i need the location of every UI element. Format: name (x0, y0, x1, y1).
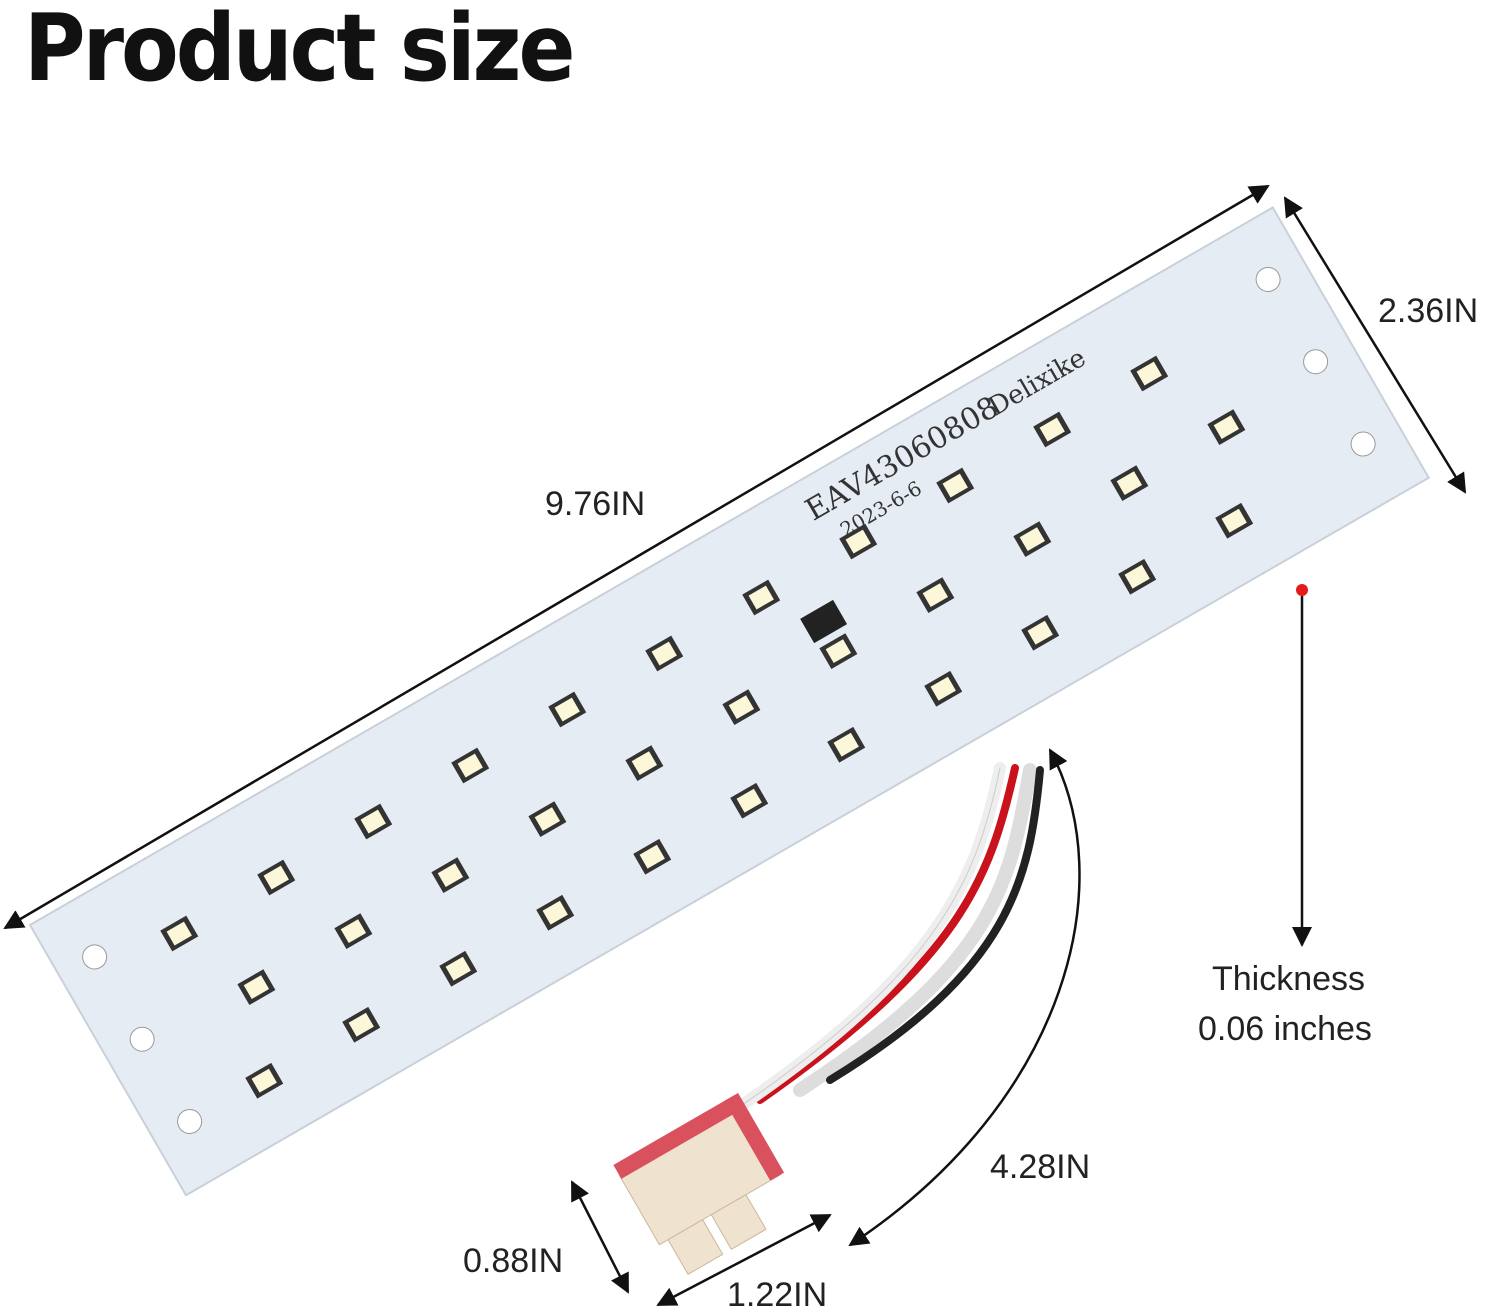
thickness-marker (1296, 584, 1308, 596)
connector-height-arrow (570, 1180, 630, 1294)
led (237, 969, 276, 1006)
width-arrow (1283, 196, 1467, 494)
thickness-value: 0.06 inches (1198, 1010, 1372, 1048)
led (245, 1062, 284, 1099)
thickness-label: Thickness (1212, 960, 1366, 998)
connector-height-label: 0.88IN (463, 1242, 564, 1280)
length-label: 9.76IN (545, 485, 646, 523)
width-label: 2.36IN (1378, 292, 1479, 330)
mounting-hole (177, 1109, 203, 1135)
wire-length-arrow (848, 748, 1081, 1247)
mounting-hole (82, 944, 108, 970)
mounting-hole (129, 1026, 155, 1052)
connector-width-label: 1.22IN (727, 1276, 828, 1312)
wire-length-label: 4.28IN (990, 1148, 1091, 1186)
page-title: Product size (24, 0, 575, 102)
length-arrow (3, 184, 1270, 930)
led (439, 950, 478, 987)
led (342, 1006, 381, 1043)
connector-width-arrow (656, 1213, 832, 1307)
connector (613, 1092, 785, 1275)
